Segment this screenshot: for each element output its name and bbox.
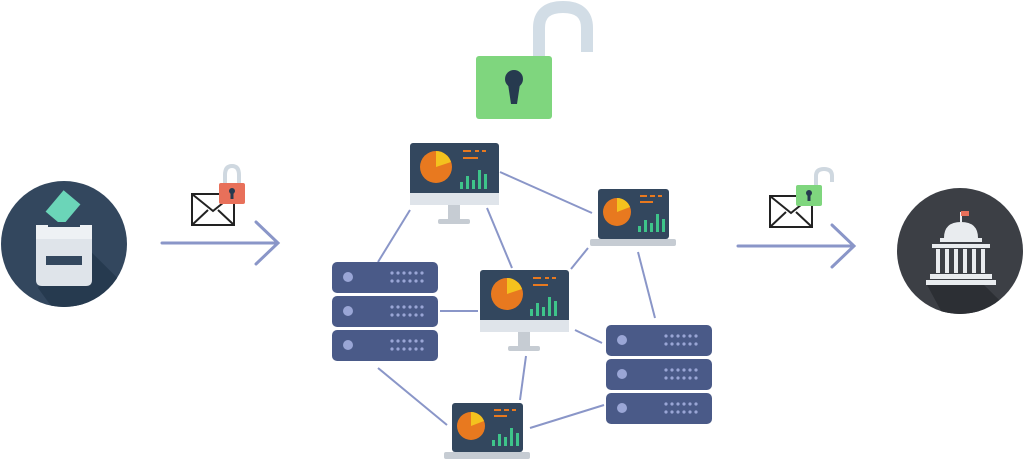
link-server-left-to-laptop-bottom — [377, 367, 448, 426]
laptop-node-bottom — [444, 403, 530, 459]
link-monitor-top-to-server-left — [377, 209, 411, 263]
laptop-node-right — [590, 189, 676, 246]
link-laptop-bottom-to-server-right — [529, 404, 605, 429]
server-stack-left — [332, 262, 438, 361]
link-laptop-right-to-server-right — [637, 251, 656, 319]
government-building-icon — [897, 188, 1023, 314]
link-monitor-center-to-server-right — [574, 329, 603, 344]
monitor-node-center — [480, 270, 569, 351]
link-laptop-right-to-monitor-center — [570, 247, 589, 270]
padlock-locked-icon — [219, 163, 245, 204]
ballot-box-icon — [1, 181, 127, 307]
link-monitor-top-to-laptop-right — [499, 171, 593, 214]
padlock-unlocked-icon — [476, 0, 593, 119]
padlock-unlocked-icon — [796, 166, 834, 206]
server-stack-right — [606, 325, 712, 424]
arrow-right-icon — [160, 220, 281, 266]
network-links — [377, 171, 656, 429]
link-monitor-center-to-laptop-bottom — [519, 355, 527, 401]
link-monitor-top-to-monitor-center — [486, 207, 513, 269]
monitor-node-top — [410, 143, 499, 224]
arrow-right-icon — [736, 223, 857, 269]
